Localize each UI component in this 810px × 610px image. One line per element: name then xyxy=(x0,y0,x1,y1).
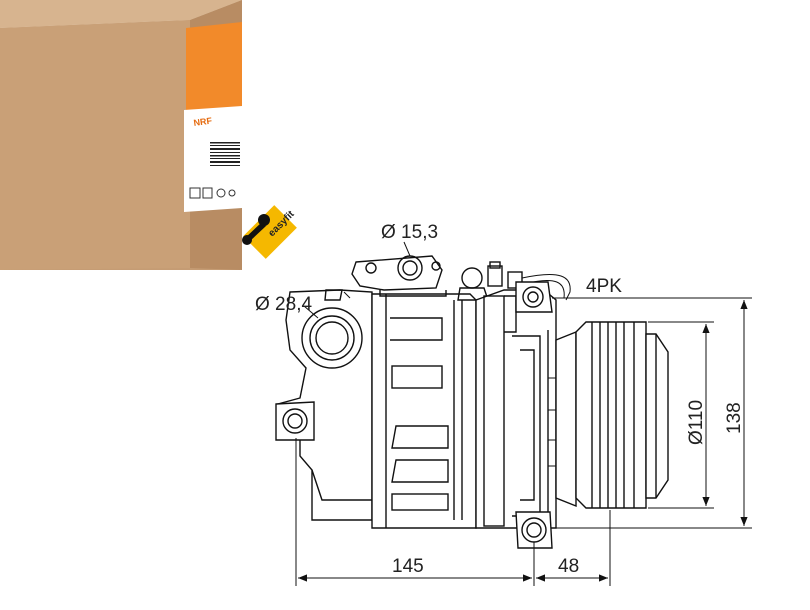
dim-belt-type: 4PK xyxy=(586,276,622,297)
certification-marks xyxy=(189,187,236,199)
clutch-coil xyxy=(555,330,577,508)
mounting-ear-top xyxy=(515,281,553,313)
dim-outlet-diameter: Ø 15,3 xyxy=(381,222,438,243)
dimensions xyxy=(295,241,752,586)
clutch-plate xyxy=(645,333,669,499)
cardboard-box: NRF xyxy=(0,0,242,270)
dim-height: 138 xyxy=(724,402,745,434)
mounting-ear-left xyxy=(275,401,315,441)
dim-inlet-diameter: Ø 28,4 xyxy=(255,294,312,315)
compressor-drawing xyxy=(275,255,669,549)
mounting-ear-bottom xyxy=(515,511,553,549)
dim-clutch-length: 48 xyxy=(558,556,579,577)
brand-logo: NRF xyxy=(193,115,213,128)
barcode xyxy=(210,142,240,166)
pulley xyxy=(575,321,647,509)
wrench-icon xyxy=(242,214,270,245)
pressure-switch xyxy=(461,267,483,289)
compressor-body xyxy=(371,293,477,529)
front-housing xyxy=(475,289,557,529)
easyfit-badge: easyfit xyxy=(243,205,297,259)
outlet-port-flange xyxy=(351,255,443,291)
dim-pulley-diameter: Ø110 xyxy=(686,400,707,445)
inlet-port xyxy=(315,321,349,355)
dim-body-length: 145 xyxy=(392,556,424,577)
brand-label-stripe xyxy=(186,22,242,114)
inlet-port-outer xyxy=(301,307,363,369)
